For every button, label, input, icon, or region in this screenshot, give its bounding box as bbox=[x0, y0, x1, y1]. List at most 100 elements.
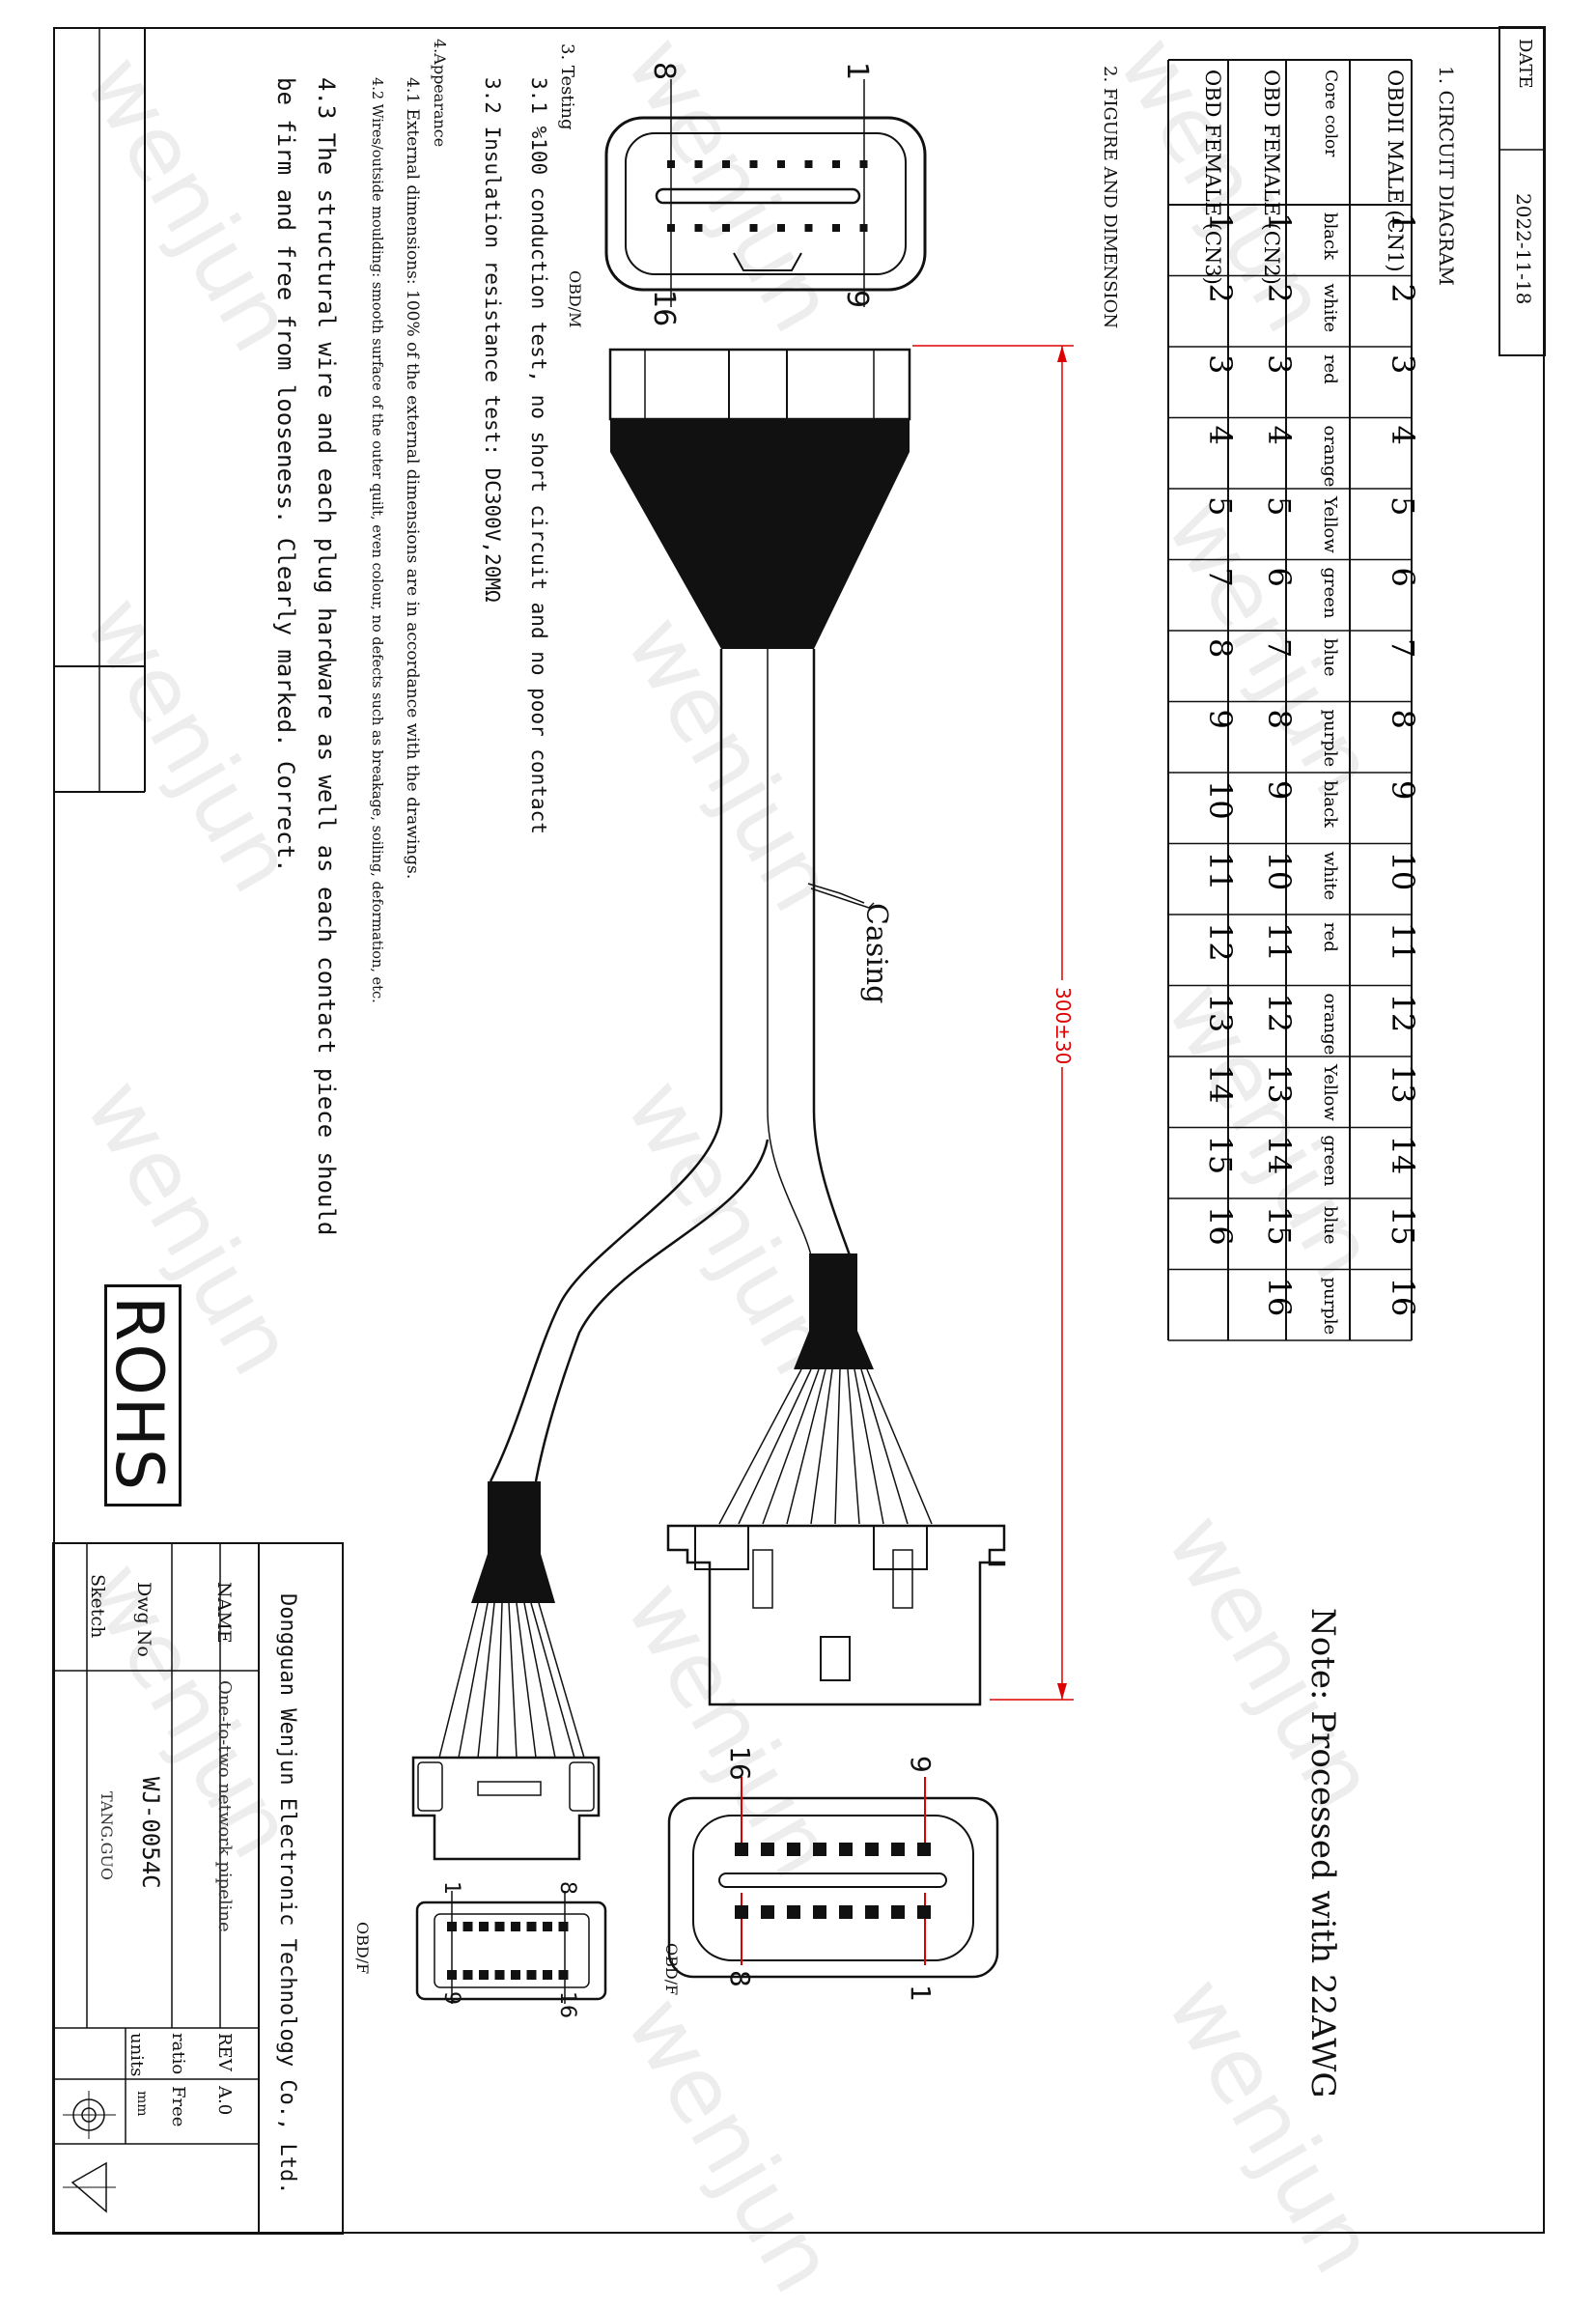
circuit-cell: 4 bbox=[1261, 426, 1298, 445]
circuit-cell: 2 bbox=[1202, 284, 1239, 303]
circuit-cell: 1 bbox=[1261, 212, 1298, 232]
obd-female-small-pins bbox=[447, 1922, 569, 1980]
circuit-cell: 11 bbox=[1202, 852, 1239, 891]
pin bbox=[891, 1905, 905, 1919]
projection-symbol bbox=[63, 2091, 116, 2213]
pin bbox=[447, 1922, 457, 1931]
pin bbox=[494, 1970, 505, 1980]
pin bbox=[804, 224, 813, 232]
cable-casing bbox=[489, 649, 865, 1482]
pin bbox=[479, 1970, 489, 1980]
circuit-cell: 12 bbox=[1385, 994, 1421, 1033]
circuit-cell: 7 bbox=[1385, 638, 1421, 658]
circuit-row-label: OBDII MALE (CN1) bbox=[1384, 70, 1407, 272]
obd-male-pins bbox=[667, 160, 868, 232]
circuit-cell: 15 bbox=[1261, 1206, 1298, 1246]
pin bbox=[749, 224, 758, 232]
circuit-cell: 10 bbox=[1385, 852, 1421, 891]
circuit-cell: green bbox=[1320, 568, 1340, 619]
circuit-cell: 8 bbox=[1202, 638, 1239, 658]
frame-lines bbox=[53, 26, 1546, 793]
rev-label: REV bbox=[214, 2033, 235, 2071]
circuit-cell: 13 bbox=[1261, 1064, 1298, 1104]
pin bbox=[787, 1905, 800, 1919]
circuit-cell: white bbox=[1320, 284, 1340, 333]
circuit-cell: 13 bbox=[1385, 1064, 1421, 1104]
ratio-value: Free bbox=[168, 2086, 188, 2127]
circuit-cell: 11 bbox=[1385, 922, 1421, 962]
circuit-cell: 2 bbox=[1261, 284, 1298, 303]
cn3-branch bbox=[411, 1481, 601, 1861]
pin bbox=[543, 1922, 552, 1931]
obd-male-connector bbox=[604, 79, 927, 307]
sketch-value: TANG.GUO bbox=[98, 1791, 116, 1881]
pin bbox=[891, 1843, 905, 1856]
pin bbox=[511, 1970, 520, 1980]
circuit-row-label: Core color bbox=[1321, 70, 1340, 157]
pin bbox=[511, 1922, 520, 1931]
circuit-cell: blue bbox=[1320, 638, 1340, 677]
circuit-cell: 14 bbox=[1385, 1136, 1421, 1175]
sketch-label: Sketch bbox=[87, 1574, 108, 1639]
pin bbox=[494, 1922, 505, 1931]
circuit-cell: purple bbox=[1320, 710, 1340, 768]
male-overmold bbox=[608, 348, 911, 649]
circuit-cell: 4 bbox=[1202, 426, 1239, 445]
circuit-cell: 14 bbox=[1261, 1136, 1298, 1175]
circuit-cell: 15 bbox=[1385, 1206, 1421, 1246]
pin bbox=[787, 1843, 800, 1856]
title-block bbox=[52, 1542, 344, 2235]
cn2-branch bbox=[666, 1253, 1006, 1706]
circuit-cell: 11 bbox=[1261, 922, 1298, 962]
pin bbox=[839, 1843, 853, 1856]
obd-female-pins bbox=[735, 1843, 931, 1919]
dwg-value: WJ-0054C bbox=[137, 1777, 164, 1889]
company-name: Dongguan Wenjun Electronic Technology Co… bbox=[275, 1593, 299, 2195]
circuit-cell: 9 bbox=[1202, 710, 1239, 729]
circuit-cell: red bbox=[1320, 354, 1340, 384]
circuit-cell: purple bbox=[1320, 1278, 1340, 1336]
circuit-cell: 5 bbox=[1385, 496, 1421, 516]
obd-female-connector bbox=[667, 1777, 999, 1979]
circuit-cell: 1 bbox=[1385, 212, 1421, 232]
pin bbox=[832, 224, 840, 232]
circuit-cell: 13 bbox=[1202, 994, 1239, 1033]
pin bbox=[865, 1843, 879, 1856]
circuit-cell: 7 bbox=[1261, 638, 1298, 658]
pin bbox=[462, 1970, 473, 1980]
cable-drawing bbox=[411, 79, 1074, 2004]
pin bbox=[859, 224, 868, 232]
pin bbox=[667, 160, 675, 168]
obd-female-small-connector bbox=[415, 1891, 607, 2004]
circuit-row-label: OBD FEMALE (CN2) bbox=[1260, 70, 1283, 285]
circuit-cell: 12 bbox=[1261, 994, 1298, 1033]
pin bbox=[813, 1905, 826, 1919]
circuit-cell: 9 bbox=[1261, 780, 1298, 800]
pin bbox=[526, 1922, 537, 1931]
circuit-cell: 8 bbox=[1385, 710, 1421, 729]
circuit-cell: 14 bbox=[1202, 1064, 1239, 1104]
pin bbox=[777, 224, 785, 232]
ratio-label: ratio bbox=[168, 2033, 188, 2075]
circuit-cell: Yellow bbox=[1320, 1063, 1340, 1121]
pin bbox=[749, 160, 758, 168]
circuit-cell: Yellow bbox=[1320, 495, 1340, 553]
circuit-cell: 8 bbox=[1261, 710, 1298, 729]
drawing-frame bbox=[53, 27, 1545, 2234]
circuit-cell: 5 bbox=[1202, 496, 1239, 516]
circuit-row-label: OBD FEMALE (CN3) bbox=[1201, 70, 1224, 285]
pin bbox=[558, 1922, 569, 1931]
drawing-sheet: wenjun wenjun wenjun wenjun wenjun wenju… bbox=[52, 19, 1546, 2309]
pin bbox=[761, 1905, 774, 1919]
pin bbox=[526, 1970, 537, 1980]
units-value: mm bbox=[134, 2091, 150, 2117]
pin bbox=[447, 1970, 457, 1980]
pin bbox=[694, 224, 703, 232]
circuit-cell: orange bbox=[1320, 994, 1340, 1056]
pin bbox=[722, 160, 730, 168]
pin bbox=[722, 224, 730, 232]
circuit-cell: black bbox=[1320, 212, 1340, 261]
circuit-table: OBDII MALE (CN1)12345678910111213141516C… bbox=[1167, 59, 1421, 1341]
pin bbox=[839, 1905, 853, 1919]
circuit-cell: black bbox=[1320, 780, 1340, 829]
